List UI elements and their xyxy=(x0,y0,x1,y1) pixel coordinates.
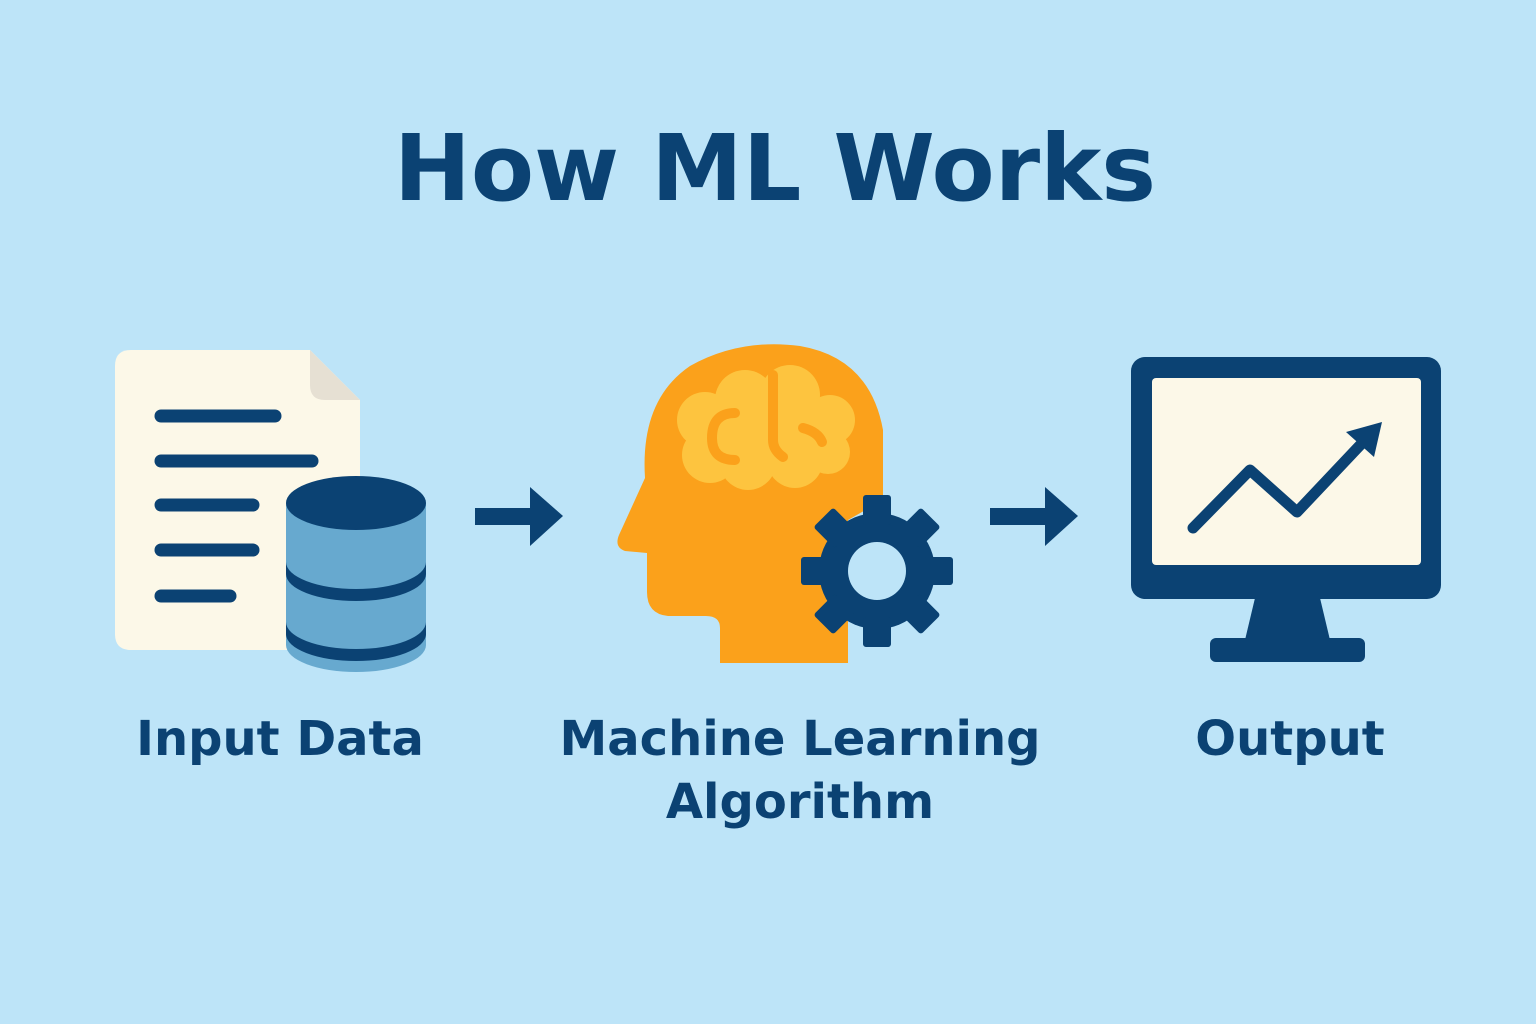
monitor-stand xyxy=(1245,598,1330,640)
brain-folds xyxy=(706,370,827,465)
arrow-right-icon xyxy=(990,487,1078,546)
trend-arrow-icon xyxy=(1346,422,1382,457)
document-fold xyxy=(310,350,360,400)
step-label-ml-line2: Algorithm xyxy=(666,774,934,830)
step-label-input: Input Data xyxy=(136,711,424,767)
gear-icon xyxy=(801,495,953,647)
step-label-ml-line1: Machine Learning xyxy=(559,711,1040,767)
document-database-icon xyxy=(115,350,426,672)
page-title: How ML Works xyxy=(394,115,1156,222)
head-brain-gear-icon xyxy=(617,344,953,663)
trend-line xyxy=(1187,434,1371,534)
step-label-output: Output xyxy=(1195,711,1384,767)
document-lines xyxy=(154,409,319,603)
database-icon xyxy=(286,476,426,672)
monitor-screen xyxy=(1152,378,1421,565)
monitor-chart-icon xyxy=(1131,357,1441,662)
monitor-base xyxy=(1210,638,1365,662)
arrow-right-icon xyxy=(475,487,563,546)
